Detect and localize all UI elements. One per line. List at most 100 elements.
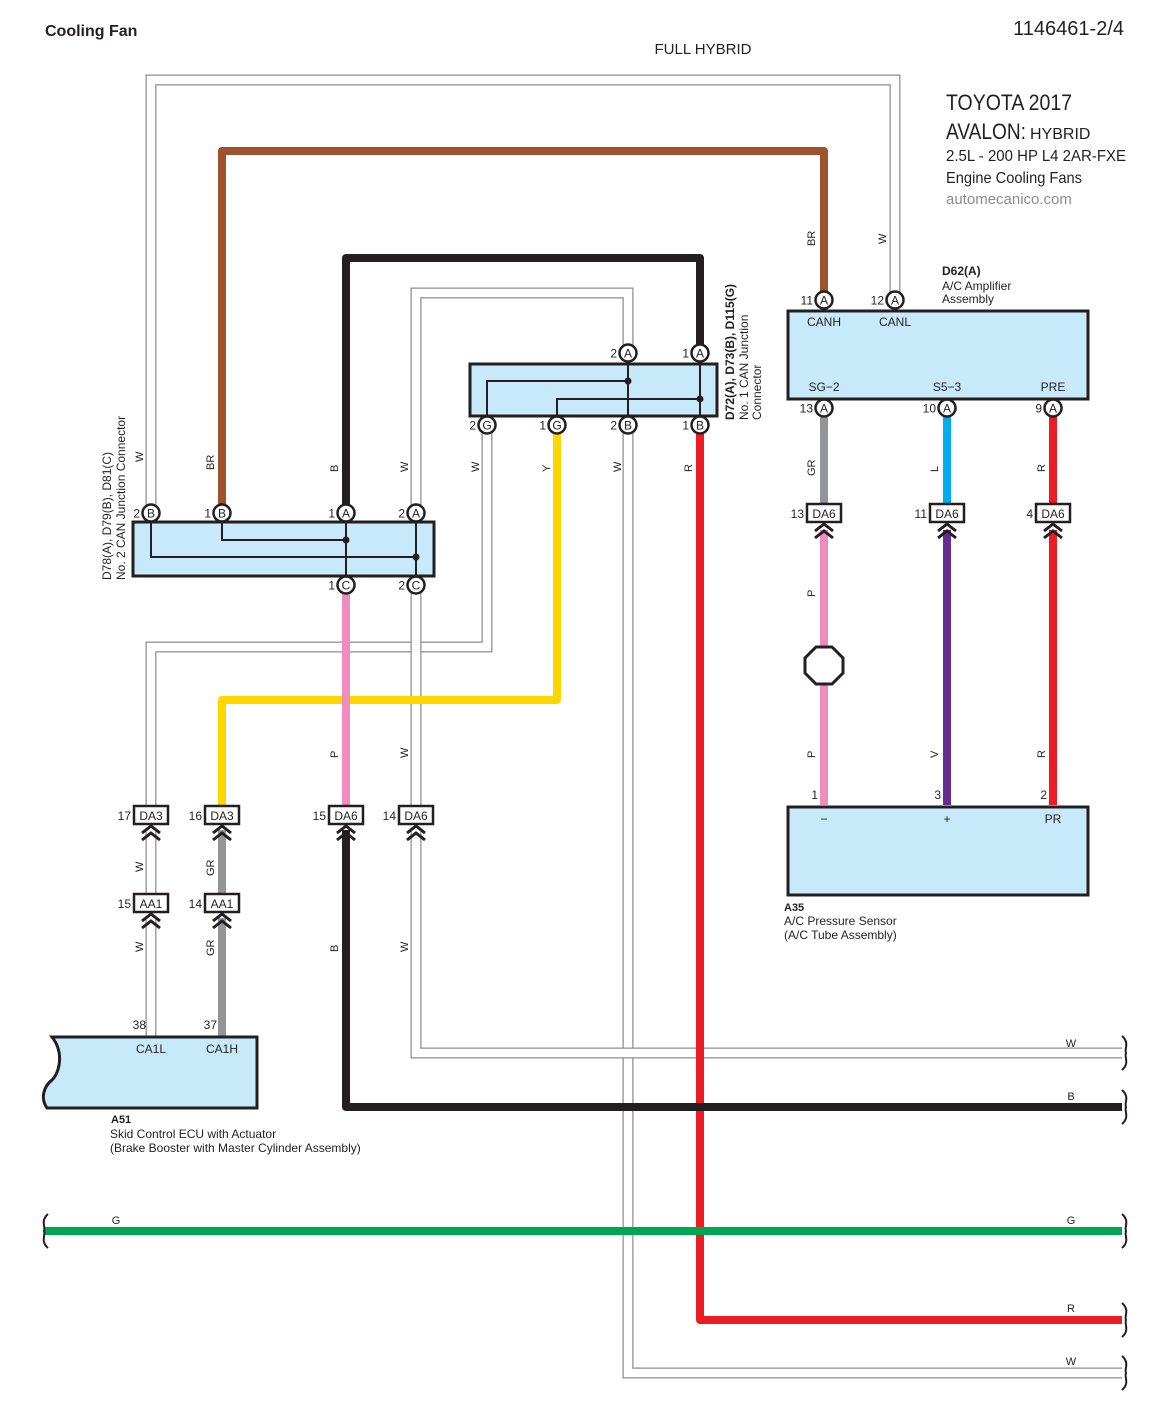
svg-text:−: −: [820, 812, 827, 826]
svg-text:PR: PR: [1045, 812, 1062, 826]
svg-text:Engine Cooling Fans: Engine Cooling Fans: [946, 170, 1082, 187]
pin-letter: B: [624, 419, 632, 433]
svg-text:Skid Control ECU with Actuator: Skid Control ECU with Actuator: [110, 1127, 276, 1141]
a51-skid-control-ecu: CA1L CA1H 38 37 A51 Skid Control ECU wit…: [41, 1018, 361, 1155]
pin-letter: C: [342, 579, 351, 593]
svg-text:CANH: CANH: [807, 315, 841, 329]
wire-color-label: W: [1066, 1038, 1077, 1050]
pin-number: 13: [800, 402, 814, 416]
connector-pin-number: 4: [1026, 507, 1033, 521]
svg-text:CANL: CANL: [879, 315, 911, 329]
wire-color-label: W: [612, 461, 624, 472]
wire-color-label: B: [329, 465, 341, 472]
svg-text:D72(A), D73(B), D115(G): D72(A), D73(B), D115(G): [723, 284, 737, 420]
pin-number: 2: [398, 507, 405, 521]
pin-letter: A: [412, 507, 420, 521]
wire-y: [218, 425, 561, 815]
svg-text:D62(A): D62(A): [942, 264, 981, 278]
connector-code: DA3: [210, 809, 234, 823]
pin-number: 1: [682, 419, 689, 433]
brand-block: TOYOTA 2017 AVALON: HYBRID 2.5L - 200 HP…: [946, 90, 1126, 208]
connector-code: AA1: [211, 897, 234, 911]
svg-text:S5−3: S5−3: [933, 380, 962, 394]
pin-number: 2: [469, 419, 476, 433]
d78-junction-connector: D78(A), D79(B), D81(C) No. 2 CAN Junctio…: [100, 416, 436, 580]
pin-letter: A: [891, 294, 899, 308]
pin-letter: C: [412, 579, 421, 593]
connector-pin: G2: [469, 415, 497, 435]
svg-text:(Brake Booster with Master Cyl: (Brake Booster with Master Cylinder Asse…: [110, 1141, 361, 1155]
pin-number: 2: [398, 579, 405, 593]
document-number: 1146461-2/4: [1013, 18, 1124, 40]
svg-text:Connector: Connector: [750, 365, 764, 420]
wire-color-label: BR: [205, 455, 217, 470]
connector-pin-number: 13: [791, 507, 805, 521]
wire-color-label: W: [1066, 1356, 1077, 1368]
connector-pin: A1: [682, 343, 710, 363]
wire-color-label: R: [1067, 1303, 1075, 1315]
connector-pin: C2: [398, 575, 426, 595]
wire-color-label: L: [929, 466, 941, 472]
svg-text:(A/C Tube Assembly): (A/C Tube Assembly): [784, 928, 897, 942]
wire-color-label: GR: [806, 459, 818, 476]
white-wires: [145, 74, 1122, 1379]
svg-text:A/C Amplifier: A/C Amplifier: [942, 279, 1011, 293]
pin-number: 10: [923, 402, 937, 416]
pin-number: 2: [610, 347, 617, 361]
double-chevron-icon: [212, 912, 232, 930]
wire-break-icon: [1121, 1302, 1128, 1338]
a35-ac-pressure-sensor: − + PR 1 3 2 A35 A/C Pressure Sensor (A/…: [784, 788, 1090, 942]
wire-break-icon: [1121, 1213, 1128, 1249]
d72-junction-connector: D72(A), D73(B), D115(G) No. 1 CAN Juncti…: [468, 284, 764, 420]
wire-color-label: B: [1067, 1091, 1074, 1103]
svg-text:TOYOTA 2017: TOYOTA 2017: [946, 90, 1072, 115]
wire-color-label: W: [399, 941, 411, 952]
wire-color-label: P: [806, 590, 818, 597]
connector-pin: B1: [682, 415, 710, 435]
wire-break-icon: [42, 1213, 49, 1249]
connector-code: DA6: [812, 507, 836, 521]
svg-text:SG−2: SG−2: [808, 380, 839, 394]
connector-pin-number: 14: [383, 809, 397, 823]
connector-pin-number: 11: [915, 507, 928, 521]
pin-letter: B: [147, 507, 155, 521]
pin-number: 2: [133, 507, 140, 521]
wire-b-bottom: [342, 830, 1122, 1111]
pin-letter: A: [342, 507, 350, 521]
connector-pin: A2: [610, 343, 638, 363]
svg-text:A51: A51: [111, 1114, 131, 1126]
wire-color-label: W: [134, 451, 146, 462]
wire-color-label: W: [134, 941, 146, 952]
svg-text:AVALON:: AVALON:: [946, 119, 1026, 144]
svg-text:automecanico.com: automecanico.com: [946, 191, 1072, 208]
connector-pin-number: 15: [313, 809, 327, 823]
wire-color-label: BR: [806, 231, 818, 246]
connector-pin: G1: [539, 415, 567, 435]
double-chevron-icon: [141, 912, 161, 930]
svg-text:D78(A), D79(B), D81(C): D78(A), D79(B), D81(C): [100, 452, 114, 580]
wire-color-label: P: [806, 751, 818, 758]
pin-letter: A: [820, 294, 828, 308]
wire-color-label: W: [134, 861, 146, 872]
pin-letter: B: [218, 507, 226, 521]
connector-pin: C1: [328, 575, 356, 595]
wire-color-label: G: [1067, 1215, 1076, 1227]
wire-color-label: P: [329, 751, 341, 758]
svg-text:38: 38: [133, 1018, 147, 1032]
pin-number: 12: [871, 294, 885, 308]
pin-letter: G: [552, 419, 561, 433]
wire-br: [218, 147, 828, 513]
connector-pin: A 12: [871, 290, 905, 310]
wire-break-icon: [1121, 1355, 1128, 1391]
connector-pin: B1: [204, 503, 232, 523]
wire-color-label: W: [470, 461, 482, 472]
svg-text:A/C Pressure Sensor: A/C Pressure Sensor: [784, 914, 897, 928]
svg-text:Assembly: Assembly: [942, 292, 994, 306]
connector-code: DA6: [1041, 507, 1065, 521]
double-chevron-icon: [937, 522, 957, 540]
svg-text:1: 1: [811, 788, 818, 802]
